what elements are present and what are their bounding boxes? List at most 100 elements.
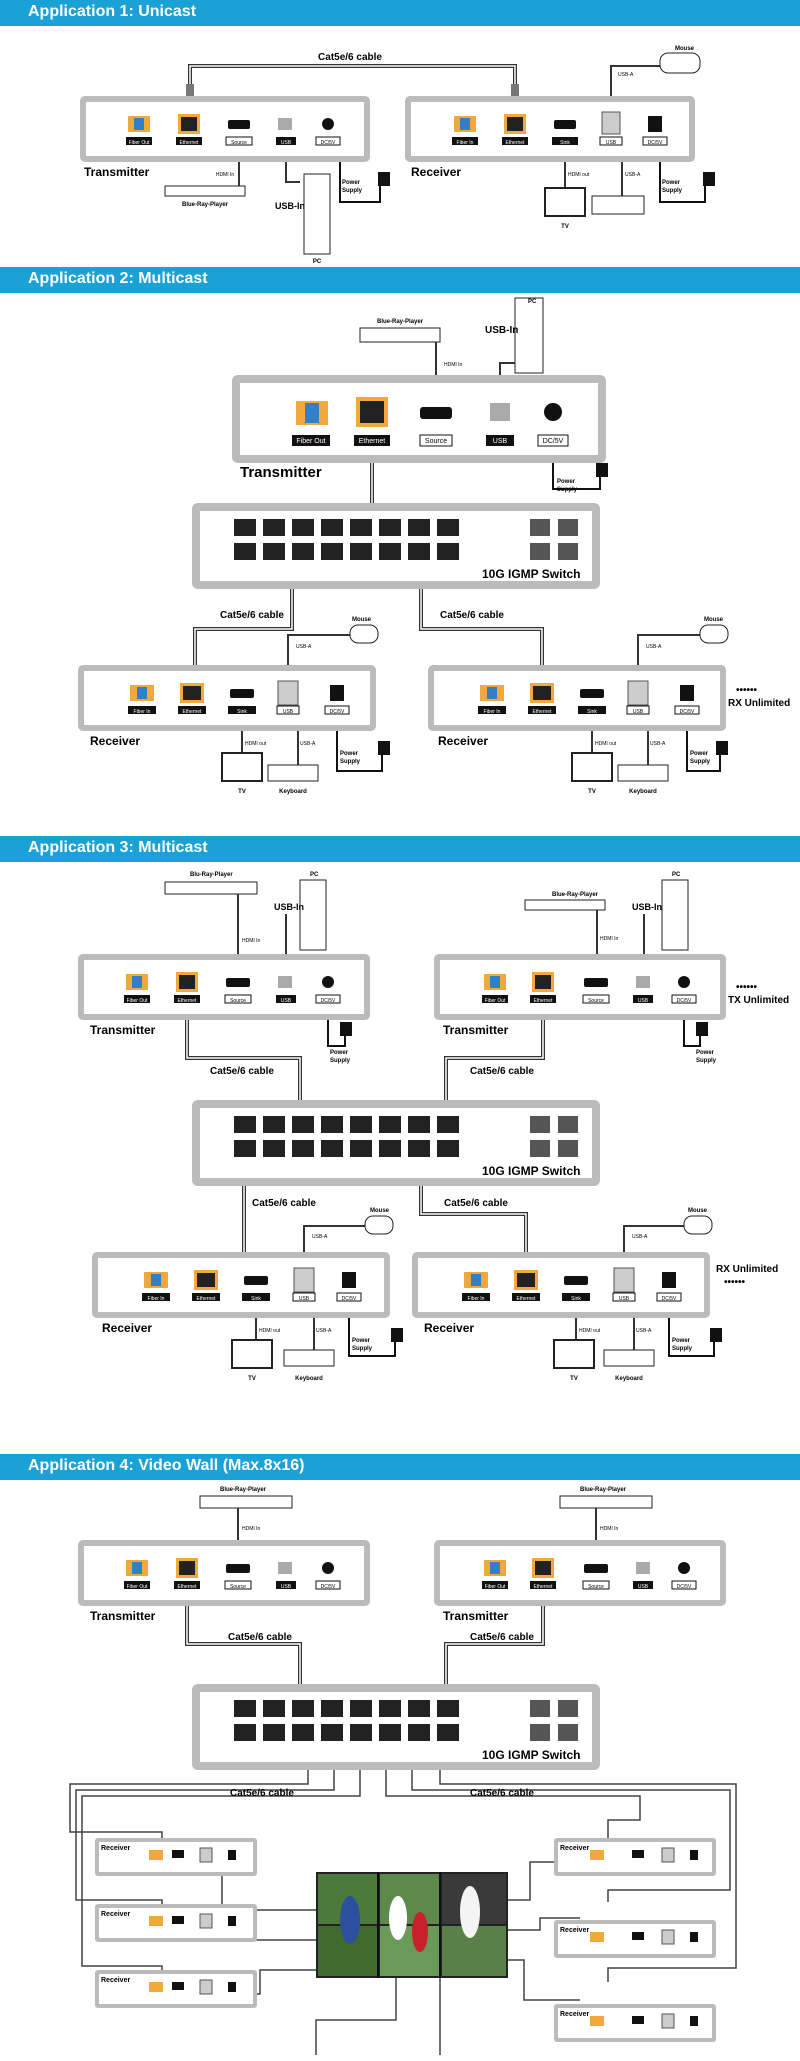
cable-label: Cat5e/6 cable bbox=[318, 52, 382, 63]
usb-label: USB bbox=[638, 1584, 649, 1590]
ethernet-label: Ethernet bbox=[197, 1296, 217, 1302]
cat-cable bbox=[188, 64, 517, 84]
usb-port bbox=[636, 1562, 650, 1574]
usb-a-label: USB-A bbox=[625, 172, 641, 178]
switch-label: 10G IGMP Switch bbox=[482, 567, 580, 581]
sink-label: Sink bbox=[237, 709, 247, 715]
rj45-plug bbox=[186, 84, 194, 96]
usb-a-label: USB-A bbox=[312, 1234, 328, 1240]
keyboard-icon bbox=[267, 764, 319, 782]
ethernet-label: Ethernet bbox=[180, 140, 200, 146]
cable-label: Cat5e/6 cable bbox=[228, 1632, 292, 1643]
mouse-icon bbox=[349, 624, 379, 644]
usb-in-label: USB-In bbox=[275, 201, 305, 211]
ethernet-label: Ethernet bbox=[359, 438, 386, 445]
receiver-panel bbox=[98, 1258, 384, 1312]
fanout-cables bbox=[69, 1770, 737, 2001]
power-adapter-icon bbox=[340, 1022, 352, 1036]
usb-a-label: USB-A bbox=[636, 1328, 652, 1334]
usb-in-label: USB-In bbox=[274, 902, 304, 912]
receiver-label: Receiver bbox=[101, 1845, 130, 1852]
usb-in-label: USB-In bbox=[632, 902, 662, 912]
fiber-out-label: Fiber Out bbox=[129, 140, 150, 146]
sink-label: Sink bbox=[560, 140, 570, 146]
pc-tower-icon bbox=[514, 297, 544, 374]
usb-label: USB bbox=[606, 140, 617, 146]
source-label: Source bbox=[588, 998, 604, 1004]
multicast-diagram-1: Blue-Ray-Player HDMI In PC USB-In Fiber … bbox=[78, 297, 790, 795]
hdmi-out-label: HDMI out bbox=[595, 741, 617, 747]
hdmi-port bbox=[226, 1564, 250, 1573]
receiver-label: Receiver bbox=[101, 1977, 130, 1984]
usb-label: USB bbox=[493, 438, 508, 445]
power-label: Power bbox=[340, 751, 359, 757]
supply-label: Supply bbox=[557, 487, 578, 493]
rx-dots: •••••• bbox=[724, 1277, 746, 1288]
tv-icon bbox=[571, 752, 613, 782]
bluray-label: Blue-Ray-Player bbox=[220, 1487, 267, 1493]
receiver-small: Receiver bbox=[554, 2004, 716, 2042]
keyboard-label: Keyboard bbox=[295, 1376, 323, 1382]
hdmi-out-label: HDMI out bbox=[259, 1328, 281, 1334]
dc-port bbox=[678, 1562, 690, 1574]
dc-port bbox=[678, 976, 690, 988]
source-label: Source bbox=[588, 1584, 604, 1590]
usb-label: USB bbox=[281, 140, 292, 146]
transmitter-label: Transmitter bbox=[84, 165, 150, 179]
section-multicast-1: Blue-Ray-Player HDMI In PC USB-In Fiber … bbox=[0, 293, 800, 836]
sink-label: Sink bbox=[571, 1296, 581, 1302]
usb-label: USB bbox=[299, 1296, 310, 1302]
keyboard-icon bbox=[617, 764, 669, 782]
fiber-out-label: Fiber Out bbox=[127, 1584, 148, 1590]
source-label: Source bbox=[425, 438, 447, 445]
dc-port bbox=[322, 976, 334, 988]
receiver-label: Receiver bbox=[101, 1911, 130, 1918]
bluray-label: Blue-Ray-Player bbox=[552, 892, 599, 898]
pc-label: PC bbox=[528, 299, 537, 305]
source-label: Source bbox=[230, 1584, 246, 1590]
hdmi-port bbox=[580, 689, 604, 698]
pc-tower-icon bbox=[661, 879, 689, 951]
dc5v-label: DC/5V bbox=[321, 140, 336, 146]
ethernet-label: Ethernet bbox=[534, 1584, 554, 1590]
hdmi-in-label: HDMI In bbox=[242, 938, 261, 944]
sink-label: Sink bbox=[251, 1296, 261, 1302]
bluray-label: Blue-Ray-Player bbox=[182, 202, 229, 208]
tv-label: TV bbox=[561, 224, 569, 230]
cat-cable-inner bbox=[189, 65, 516, 84]
supply-label: Supply bbox=[696, 1058, 717, 1064]
tv-label: TV bbox=[238, 789, 246, 795]
receiver-small: Receiver bbox=[95, 1904, 257, 1942]
power-label: Power bbox=[662, 180, 681, 186]
section-banner-1: Application 1: Unicast bbox=[0, 0, 800, 26]
usb-port bbox=[293, 1267, 315, 1293]
bluray-label: Blue-Ray-Player bbox=[377, 319, 424, 325]
dc5v-label: DC/5V bbox=[321, 998, 336, 1004]
video-wall-diagram: Blue-Ray-Player HDMI In Blue-Ray-Player … bbox=[69, 1487, 737, 2055]
tv-icon bbox=[231, 1339, 273, 1369]
fiber-in-label: Fiber In bbox=[148, 1296, 165, 1302]
hdmi-out-label: HDMI out bbox=[245, 741, 267, 747]
pc-tower-icon bbox=[299, 879, 327, 951]
usb-a-label: USB-A bbox=[650, 741, 666, 747]
rx-unlimited-label: RX Unlimited bbox=[716, 1264, 778, 1275]
switch-label: 10G IGMP Switch bbox=[482, 1748, 580, 1762]
section-title-1: Application 1: Unicast bbox=[28, 3, 197, 20]
dc5v-label: DC/5V bbox=[330, 709, 345, 715]
pc-label: PC bbox=[313, 259, 322, 265]
power-adapter-icon bbox=[378, 741, 390, 755]
fiber-in-label: Fiber In bbox=[134, 709, 151, 715]
usb-port bbox=[636, 976, 650, 988]
supply-label: Supply bbox=[342, 188, 363, 194]
keyboard-icon bbox=[603, 1349, 655, 1367]
rx-dots: •••••• bbox=[736, 685, 758, 696]
dc5v-label: DC/5V bbox=[648, 140, 663, 146]
transmitter-label: Transmitter bbox=[90, 1023, 156, 1037]
dc5v-label: DC/5V bbox=[677, 1584, 692, 1590]
fiber-in-label: Fiber In bbox=[484, 709, 501, 715]
dc-port bbox=[648, 116, 662, 132]
receiver-small: Receiver bbox=[95, 1838, 257, 1876]
receiver-label: Receiver bbox=[438, 734, 488, 748]
power-label: Power bbox=[352, 1338, 371, 1344]
receiver-small: Receiver bbox=[554, 1920, 716, 1958]
